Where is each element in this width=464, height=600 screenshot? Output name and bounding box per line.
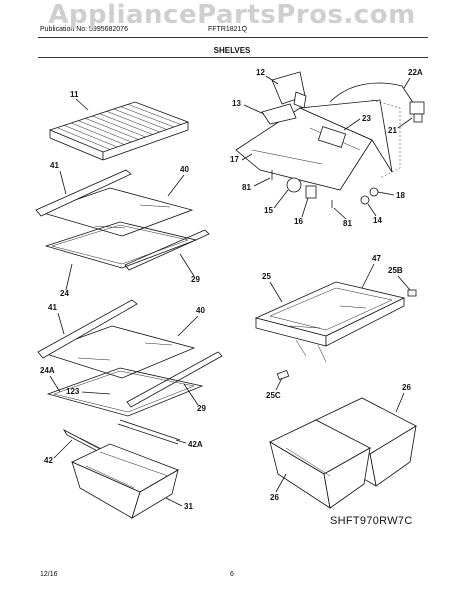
- wire-rod: [78, 120, 132, 143]
- wire-rod: [127, 104, 182, 125]
- wire-rod: [92, 115, 146, 138]
- thermostat-wire: [329, 82, 415, 105]
- shelf-rail-42A: [117, 419, 181, 445]
- footer-date: 12/16: [40, 571, 58, 578]
- shelf-frame-lower: [46, 367, 204, 417]
- callout-24A: 24A: [40, 366, 55, 375]
- callout-26-lower: 26: [270, 493, 279, 502]
- wire-shelf: [48, 101, 190, 161]
- callout-23: 23: [362, 114, 371, 123]
- model-number: FFTR1821Q: [208, 26, 247, 33]
- callout-81: 81: [242, 183, 251, 192]
- wire-rod: [64, 125, 118, 148]
- callout-81-lower: 81: [343, 219, 352, 228]
- screw-18: [369, 187, 379, 197]
- diagram-code: SHFT970RW7C: [330, 515, 413, 527]
- callout-17: 17: [230, 155, 239, 164]
- glass-shelf-upper: [38, 187, 194, 237]
- callout-47: 47: [372, 254, 381, 263]
- control-knob-assembly: [409, 101, 425, 123]
- crisper-cover: [254, 281, 406, 363]
- wire-rod: [85, 118, 139, 140]
- cover-clip-25B: [407, 289, 417, 297]
- callout-29: 29: [191, 275, 200, 284]
- light-socket-15: [286, 177, 302, 193]
- bulb-16: [305, 185, 317, 199]
- screw-14: [360, 195, 370, 205]
- air-baffle: [271, 71, 307, 109]
- callout-25: 25: [262, 272, 271, 281]
- wire-rod: [56, 127, 111, 150]
- callout-41: 41: [50, 161, 59, 170]
- callout-21: 21: [388, 126, 397, 135]
- callout-31: 31: [184, 502, 193, 511]
- footer-page-number: 6: [230, 571, 234, 578]
- callout-18: 18: [396, 191, 405, 200]
- section-title: SHELVES: [213, 46, 251, 55]
- callout-13: 13: [232, 99, 241, 108]
- wire-rod: [99, 113, 153, 135]
- wire-rod: [106, 111, 160, 133]
- shelf-trim-rear-lower: [126, 351, 223, 408]
- callout-25C: 25C: [266, 391, 281, 400]
- shelf-trim-front-lower: [37, 299, 138, 359]
- callout-40-lower: 40: [196, 306, 205, 315]
- shelf-trim-front-upper: [35, 169, 132, 217]
- shelf-trim-rear-upper: [124, 229, 210, 271]
- wire-rod: [120, 106, 174, 128]
- callout-42: 42: [44, 456, 53, 465]
- publication-number: Publication No: 5995682076: [40, 26, 128, 33]
- cover-clip-25C: [276, 369, 290, 381]
- callout-41-lower: 41: [48, 303, 57, 312]
- callout-42A: 42A: [188, 440, 203, 449]
- callout-labels: 11 41 40 29 24 41 40 24A 123 29 42 42A 3…: [40, 68, 423, 511]
- header-rule-bottom: [38, 57, 428, 58]
- shelf-frame-upper: [44, 221, 198, 269]
- crisper-drawer-left: [269, 419, 371, 509]
- glass-shelf-lower: [38, 325, 196, 379]
- callout-26: 26: [402, 383, 411, 392]
- callout-22A: 22A: [408, 68, 423, 77]
- crisper-lid-frame: [235, 99, 393, 191]
- header-rule-top: [38, 37, 428, 38]
- callout-12: 12: [256, 68, 265, 77]
- duct-outline: [371, 99, 401, 179]
- screw-81: [271, 170, 333, 208]
- callout-15: 15: [264, 206, 273, 215]
- callout-40: 40: [180, 165, 189, 174]
- callout-123: 123: [66, 387, 80, 396]
- wire-rod: [71, 122, 125, 145]
- callout-11: 11: [70, 90, 79, 99]
- callout-14: 14: [373, 216, 382, 225]
- callout-29-lower: 29: [197, 404, 206, 413]
- callout-24: 24: [60, 289, 69, 298]
- wire-rod: [113, 108, 167, 130]
- damper-control: [261, 103, 297, 125]
- deli-drawer: [71, 443, 179, 519]
- callout-25B: 25B: [388, 266, 403, 275]
- callout-16: 16: [294, 217, 303, 226]
